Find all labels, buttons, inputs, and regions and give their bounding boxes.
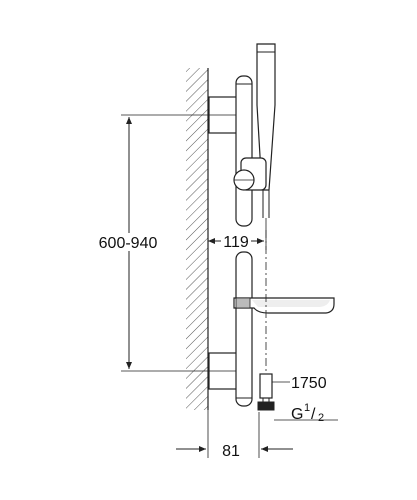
hose-length-label: 1750 (291, 375, 327, 392)
height-dimension: 600-940 (86, 114, 236, 372)
projection-label: 119 (223, 234, 249, 251)
shower-holder-slider (233, 157, 267, 191)
projection-dimension: 119 (208, 218, 267, 251)
hand-shower (256, 43, 276, 218)
upper-rail (235, 75, 253, 227)
lower-rail (235, 251, 253, 407)
thread-denominator-label: 2 (318, 412, 324, 424)
wall-hatching (186, 68, 208, 410)
wall (186, 68, 209, 410)
thread-fitting (257, 401, 275, 411)
hose-nut (259, 373, 273, 399)
thread-callout: G 1 / 2 (274, 402, 338, 424)
thread-numerator-label: 1 (304, 402, 310, 414)
thread-prefix-label: G (291, 406, 303, 423)
wall-offset-label: 81 (222, 443, 240, 460)
hose-length-callout: 1750 (272, 375, 327, 392)
wall-offset-dimension: 81 (176, 410, 293, 460)
thread-slash-label: / (311, 406, 316, 423)
hose-connection (257, 373, 275, 411)
soap-dish (233, 297, 335, 314)
height-range-label: 600-940 (99, 235, 158, 252)
